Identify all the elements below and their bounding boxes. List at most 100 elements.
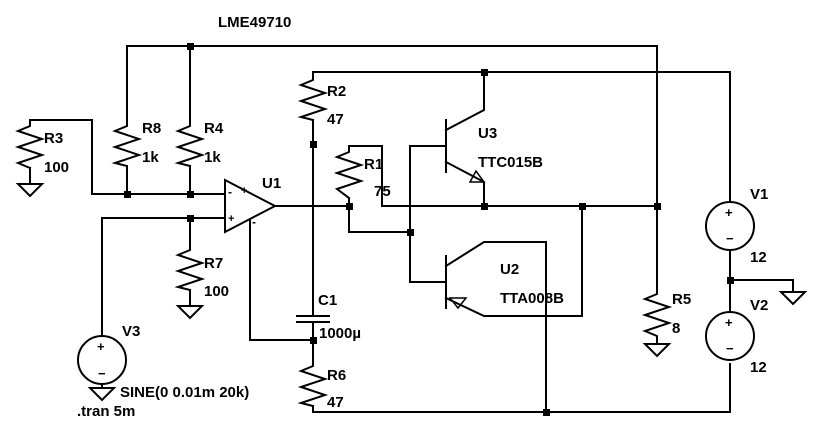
c1-ref: C1 <box>318 292 337 309</box>
resistor-zigzag <box>174 121 206 168</box>
source-plus: + <box>725 205 733 220</box>
r2-ref: R2 <box>327 83 346 100</box>
resistor-zigzag <box>333 145 365 200</box>
source-v1: + − V1 12 <box>705 186 768 266</box>
wire-u2-collector <box>444 205 583 317</box>
resistor-r6: R6 47 <box>297 361 346 411</box>
r8-ref: R8 <box>142 120 161 137</box>
source-v2: + − V2 12 <box>705 297 768 376</box>
opamp-minus-sign: - <box>252 215 256 229</box>
tran-directive: .tran 5m <box>77 403 135 420</box>
wire-r1-top <box>348 145 658 207</box>
emitter-arrow <box>468 169 486 183</box>
resistor-r2: R2 47 <box>297 71 346 128</box>
emitter-arrow <box>448 297 468 310</box>
resistor-zigzag <box>111 121 143 168</box>
r3-value: 100 <box>44 159 69 176</box>
v1-value: 12 <box>750 249 767 266</box>
v2-value: 12 <box>750 359 767 376</box>
capacitor-c1: C1 1000µ <box>296 292 361 342</box>
resistor-zigzag <box>641 287 673 345</box>
ground-icon <box>87 387 117 402</box>
source-v3: + − V3 SINE(0 0.01m 20k) <box>77 323 249 401</box>
source-plus: + <box>97 339 105 354</box>
r7-ref: R7 <box>204 255 223 272</box>
junction-dot <box>187 215 194 222</box>
resistor-r3: R3 100 <box>14 119 69 176</box>
wire-r2-rail <box>312 71 731 201</box>
v1-ref: V1 <box>750 186 768 203</box>
r5-ref: R5 <box>672 291 691 308</box>
junction-dot <box>310 337 317 344</box>
c1-value: 1000µ <box>319 325 361 342</box>
r8-value: 1k <box>142 149 159 166</box>
ground-icon <box>642 343 672 358</box>
junction-dot <box>579 203 586 210</box>
resistor-r4: R4 1k <box>174 120 224 168</box>
resistor-zigzag <box>14 119 46 170</box>
r3-ref: R3 <box>44 130 63 147</box>
resistor-zigzag <box>174 243 206 292</box>
r5-value: 8 <box>672 320 680 337</box>
source-circle <box>705 311 755 361</box>
u2-value: TTA008B <box>500 290 564 307</box>
resistor-r7: R7 100 <box>174 243 229 300</box>
junction-dot <box>346 203 353 210</box>
junction-dot <box>124 191 131 198</box>
junction-dot <box>187 43 194 50</box>
opamp-noninv-label: + <box>228 213 234 225</box>
ground-icon <box>778 291 808 306</box>
junction-dot <box>481 203 488 210</box>
resistor-zigzag <box>297 71 329 122</box>
source-plus: + <box>725 315 733 330</box>
resistor-r5: R5 8 <box>641 287 691 345</box>
r1-ref: R1 <box>364 156 383 173</box>
r6-ref: R6 <box>327 367 346 384</box>
u1-ref: U1 <box>262 175 281 192</box>
transistor-u2: U2 TTA008B <box>445 255 564 310</box>
ground-symbols <box>15 183 808 402</box>
ground-icon <box>15 183 45 198</box>
junction-dot <box>310 141 317 148</box>
wire-top-rail <box>126 45 658 207</box>
u3-value: TTC015B <box>478 154 543 171</box>
wire-base-u3 <box>409 145 447 233</box>
opamp-u1: + - - + U1 <box>224 175 281 234</box>
junction-dot <box>543 409 550 416</box>
source-circle <box>705 201 755 251</box>
wire-bottom-rail <box>312 363 731 413</box>
source-minus: − <box>726 231 734 246</box>
r4-ref: R4 <box>204 120 224 137</box>
r1-value: 75 <box>374 183 391 200</box>
resistor-r8: R8 1k <box>111 120 161 168</box>
u3-ref: U3 <box>478 125 497 142</box>
wire-u1-feedback <box>249 219 314 341</box>
ground-icon <box>175 305 205 320</box>
v3-value: SINE(0 0.01m 20k) <box>120 384 249 401</box>
u2-ref: U2 <box>500 261 519 278</box>
r4-value: 1k <box>204 149 221 166</box>
junction-dot <box>727 277 734 284</box>
junction-dot <box>481 69 488 76</box>
junction-dot <box>654 203 661 210</box>
wire-base-u2 <box>409 231 447 283</box>
opamp-inv-label: - <box>228 185 232 199</box>
opamp-plus-sign: + <box>241 185 247 197</box>
junction-dot <box>407 229 414 236</box>
resistor-r1: R1 75 <box>333 145 391 200</box>
wire-u3-collector <box>444 71 485 132</box>
junction-dot <box>187 191 194 198</box>
r6-value: 47 <box>327 394 344 411</box>
wire-r1-to-bases <box>348 197 411 233</box>
r7-value: 100 <box>204 283 229 300</box>
transistor-u3: U3 TTC015B <box>445 119 543 183</box>
wire-midpoint-gnd <box>729 279 794 293</box>
source-minus: − <box>98 366 106 381</box>
v3-ref: V3 <box>122 323 140 340</box>
wire-u2-emitter <box>444 241 547 413</box>
wire-r3-to-inv <box>29 119 226 195</box>
opamp-triangle <box>224 178 278 234</box>
schematic-title: LME49710 <box>218 14 291 31</box>
v2-ref: V2 <box>750 297 768 314</box>
